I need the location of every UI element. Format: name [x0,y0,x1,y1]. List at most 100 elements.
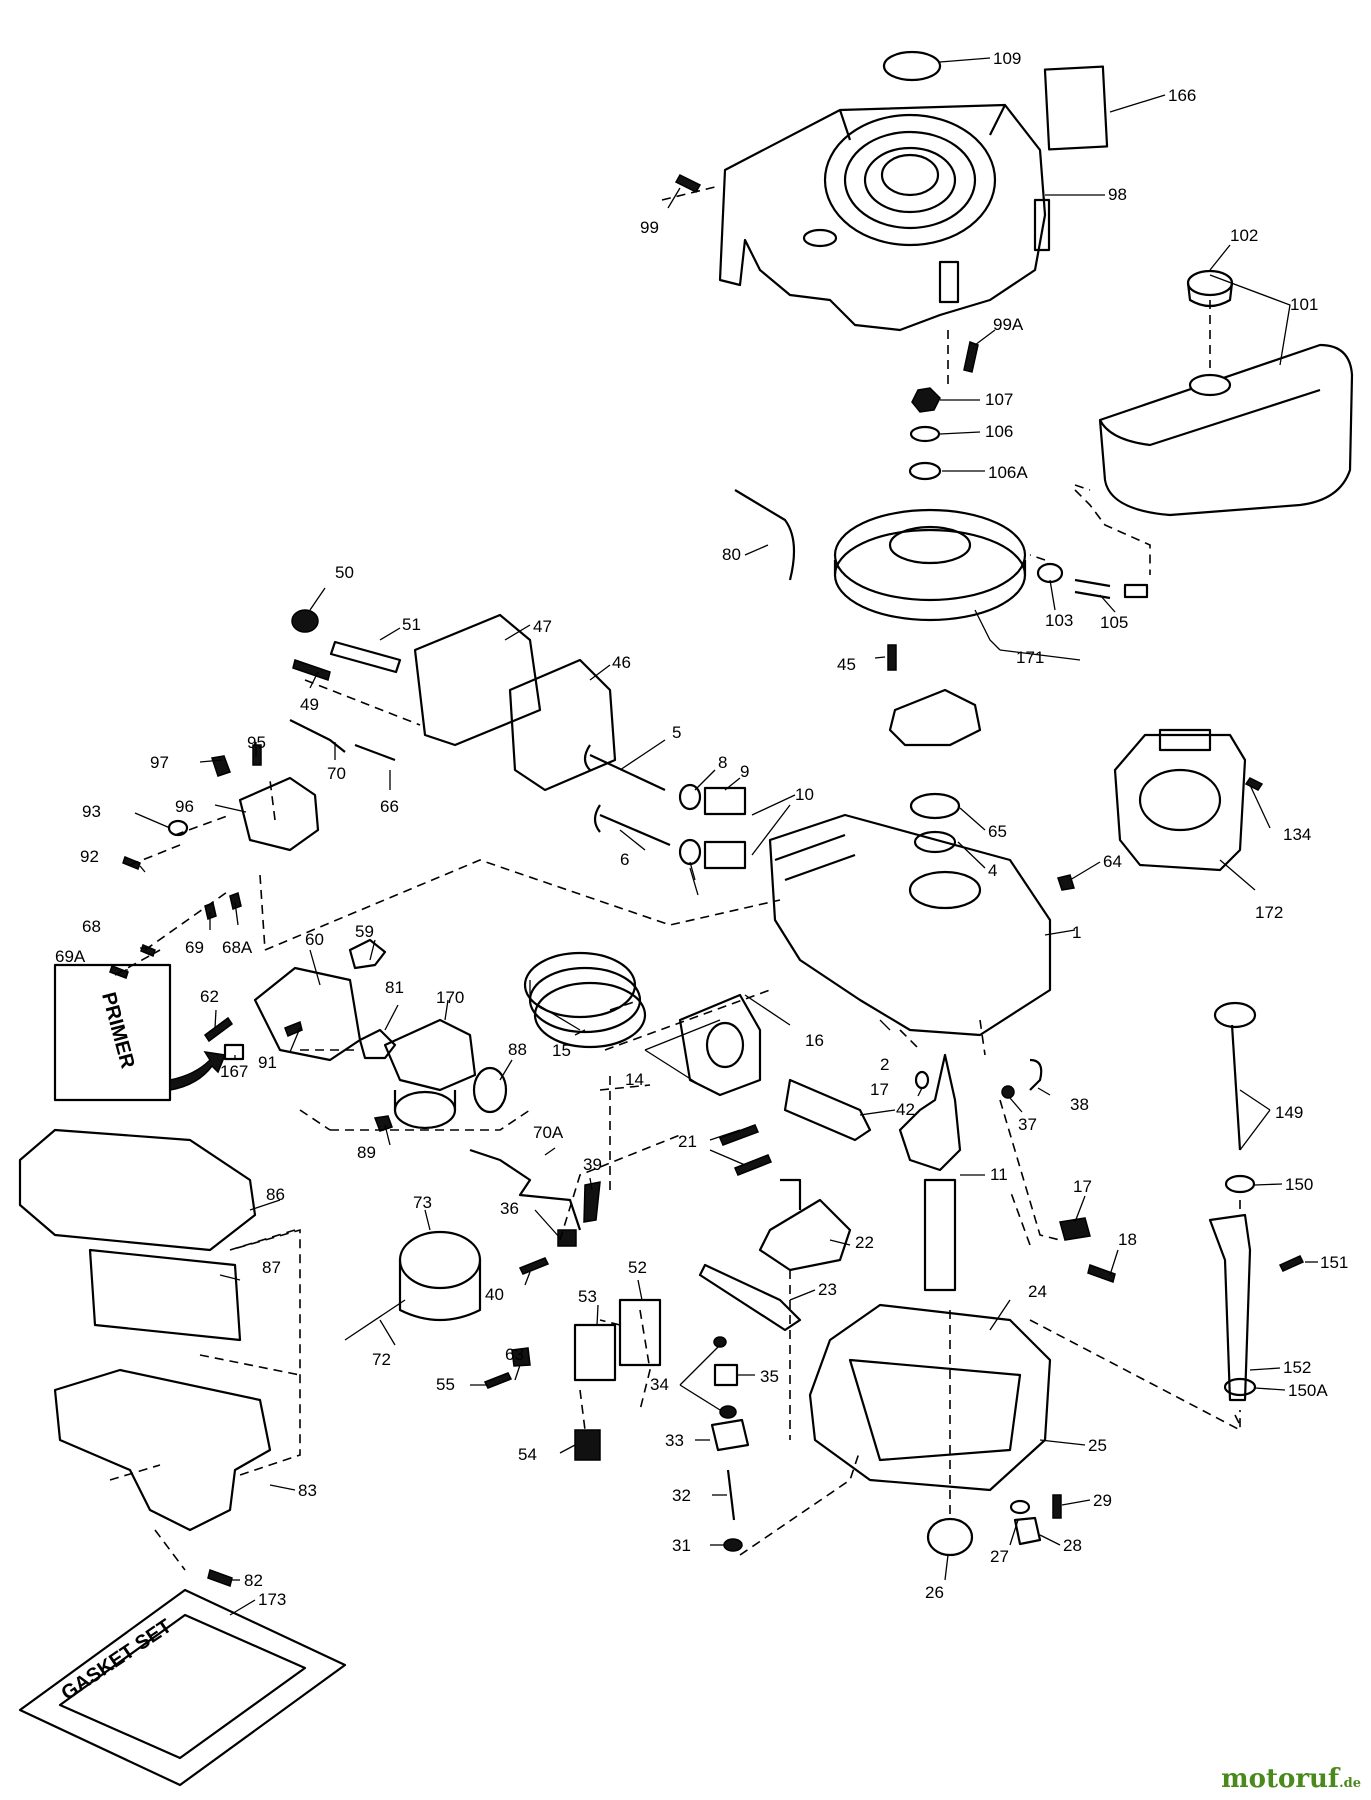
governor-spring [211,755,231,777]
camshaft [758,1178,852,1272]
oil-seal [909,792,961,820]
intake-valve [593,804,671,847]
fuel-line [1074,578,1111,600]
callout: 14 [625,1070,644,1089]
callout: 23 [818,1280,837,1299]
callout: 87 [262,1258,281,1277]
ignition-module [398,1230,482,1322]
governor-spool [713,1363,739,1387]
intake-gasket-59 [348,938,387,970]
callout: 62 [200,987,219,1006]
starter-screw [1244,777,1264,791]
breather-gasket [618,1298,662,1367]
head-gasket [508,658,617,792]
callout: 15 [552,1041,571,1060]
bracket-screw [252,744,262,766]
bracket-clip [167,819,189,837]
callout: 46 [612,653,631,672]
primer-label-tag [223,1043,245,1061]
drain-plug [1013,1516,1042,1546]
callout: 106 [985,422,1013,441]
piston [678,993,762,1097]
flywheel-washer-2 [908,461,942,481]
callout: 102 [1230,226,1258,245]
governor-link [469,1148,582,1231]
head-bolt [292,659,331,681]
callout: 167 [220,1062,248,1081]
drain-washer [1009,1499,1031,1515]
primer-decal-box: PRIMER [53,963,172,1102]
callout: 28 [1063,1536,1082,1555]
callout: 72 [372,1350,391,1369]
governor-washer [719,1405,737,1419]
callout: 149 [1275,1103,1303,1122]
callout: 166 [1168,86,1196,105]
callout-labels: 109 166 99 98 102 101 99A 107 106 106A 8… [55,49,1348,1609]
callout: 93 [82,802,101,821]
valve-spring-retainer [678,783,702,811]
intake-screw [203,1016,234,1043]
callout: 171 [1016,648,1044,667]
intake-gasket-81 [358,1028,397,1060]
carburetor-gasket [472,1066,508,1114]
carb-screw [284,1020,303,1037]
gasket-set-envelope: GASKET SET [18,1588,347,1787]
piston-rings [523,951,647,1049]
valve-spring-2 [703,840,747,870]
callout: 83 [298,1481,317,1500]
block-clip [1057,874,1075,891]
callout: 31 [672,1536,691,1555]
callout: 24 [1028,1282,1047,1301]
callout: 42 [896,1100,915,1119]
governor-link-spring [354,743,396,762]
intake-manifold [253,966,362,1062]
air-filter-element [88,1248,242,1342]
crankshaft [898,1053,962,1292]
breather-screw [483,1372,513,1389]
callout: 36 [500,1199,519,1218]
air-cleaner-screw [207,1569,233,1587]
tube-screw [1278,1255,1305,1272]
watermark-suffix: .de [1339,1776,1361,1791]
rewind-starter [1113,728,1247,872]
callout: 32 [672,1486,691,1505]
breather-tube [1029,1058,1043,1091]
flywheel [833,508,1027,622]
dipstick-tube [1208,1213,1252,1402]
spark-plug [329,640,402,674]
callout: 49 [300,695,319,714]
callout: 11 [990,1165,1008,1184]
fuel-line-end [1123,583,1149,599]
leader-lines [125,57,1318,1616]
callout: 86 [266,1185,285,1204]
callout: 173 [258,1590,286,1609]
tube-gasket [1223,1377,1257,1397]
breather-clip [511,1347,531,1367]
assembly-phantom-lines [109,186,1241,1571]
valve-spring-retainer-2 [678,838,702,866]
callout: 88 [508,1040,527,1059]
callout: 89 [357,1143,376,1162]
callout: 91 [258,1053,277,1072]
callout: 22 [855,1233,874,1252]
spark-plug-boot [291,609,319,633]
callout: 101 [1290,295,1318,314]
air-cleaner-base [53,1368,272,1532]
callout: 134 [1283,825,1311,844]
callout: 92 [80,847,99,866]
callout: 47 [533,617,552,636]
cylinder-head [413,613,542,747]
callout: 99A [993,315,1024,334]
callout: 97 [150,753,169,772]
callout: 17 [1073,1177,1092,1196]
callout: 109 [993,49,1021,68]
throttle-link [289,719,346,753]
governor-clip-34 [713,1336,727,1348]
callout: 27 [990,1547,1009,1566]
crank-oil-seal [926,1517,974,1557]
callout: 55 [436,1375,455,1394]
governor-pin [726,1469,736,1521]
callout: 39 [583,1155,602,1174]
callout: 96 [175,797,194,816]
callout: 81 [385,978,404,997]
